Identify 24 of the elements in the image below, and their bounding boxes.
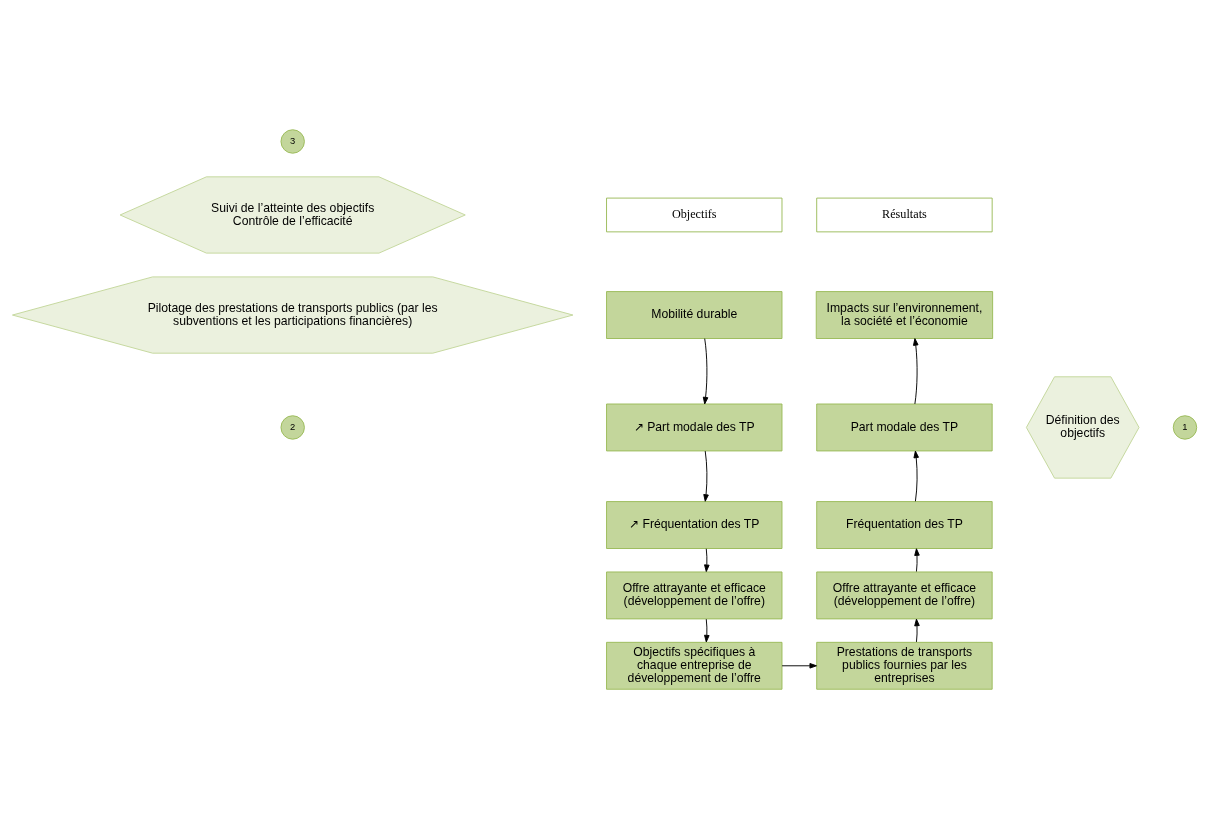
arrow [702, 338, 709, 405]
node-box: Résultats [816, 197, 993, 233]
arrow [781, 663, 817, 669]
node-box: Offre attrayante et efficace (développement de l’offre) [606, 571, 783, 620]
node-box: Fréquentation des TP [816, 501, 993, 549]
arrow [704, 548, 710, 572]
node-box: ↗ Part modale des TP [606, 403, 783, 452]
arrow [704, 618, 710, 643]
node-box: Impacts sur l’environnement, la société et l’économie [815, 291, 994, 339]
node-box: Prestations de transports publics fournies par les entreprises [816, 641, 993, 690]
arrow [914, 548, 920, 572]
node-box: Objectifs spécifiques à chaque entreprise de développement de l’offre [606, 641, 783, 690]
arrow [913, 338, 919, 405]
arrow [913, 450, 919, 502]
node-circle: 2 [280, 415, 305, 440]
node-box: Offre attrayante et efficace (développement de l’offre) [816, 571, 993, 620]
arrow [703, 450, 709, 502]
node-box: Part modale des TP [816, 403, 993, 452]
node-box: ↗ Fréquentation des TP [606, 501, 783, 549]
node-circle: 3 [280, 129, 305, 154]
node-circle: 1 [1172, 415, 1198, 440]
arrow [914, 618, 920, 643]
node-box: Objectifs [606, 197, 783, 233]
node-box: Mobilité durable [606, 291, 783, 339]
